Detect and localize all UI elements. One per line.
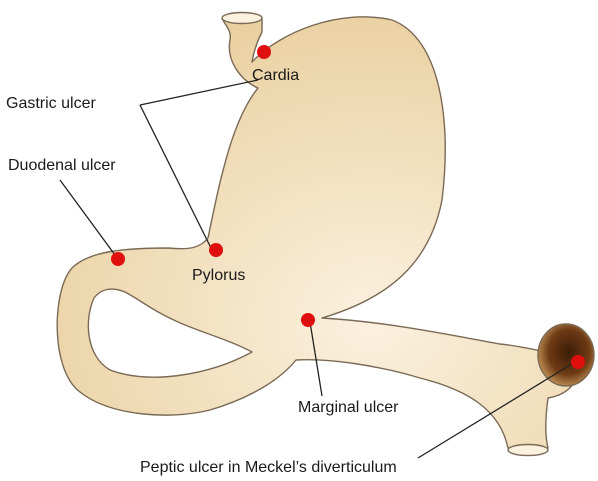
label-cardia: Cardia bbox=[252, 67, 299, 84]
ulcer-marker-duodenal bbox=[111, 252, 125, 266]
label-duodenal-ulcer: Duodenal ulcer bbox=[8, 157, 116, 174]
stomach-outline bbox=[57, 17, 582, 451]
jejunum-opening bbox=[508, 445, 548, 456]
oesophagus-opening bbox=[222, 13, 262, 24]
ulcer-marker-cardia bbox=[257, 45, 271, 59]
gastric-ulcer-leader-pylorus bbox=[140, 105, 212, 250]
label-marginal-ulcer: Marginal ulcer bbox=[298, 399, 399, 416]
label-gastric-ulcer: Gastric ulcer bbox=[6, 95, 96, 112]
duodenal-ulcer-leader bbox=[60, 180, 115, 255]
label-pylorus: Pylorus bbox=[192, 267, 245, 284]
ulcer-marker-meckel bbox=[571, 355, 585, 369]
gastric-ulcer-leader-cardia bbox=[140, 80, 258, 105]
meckel-diverticulum bbox=[538, 324, 594, 386]
ulcer-marker-pylorus bbox=[209, 243, 223, 257]
label-meckel-ulcer: Peptic ulcer in Meckel’s diverticulum bbox=[140, 459, 397, 476]
ulcer-marker-marginal bbox=[301, 313, 315, 327]
